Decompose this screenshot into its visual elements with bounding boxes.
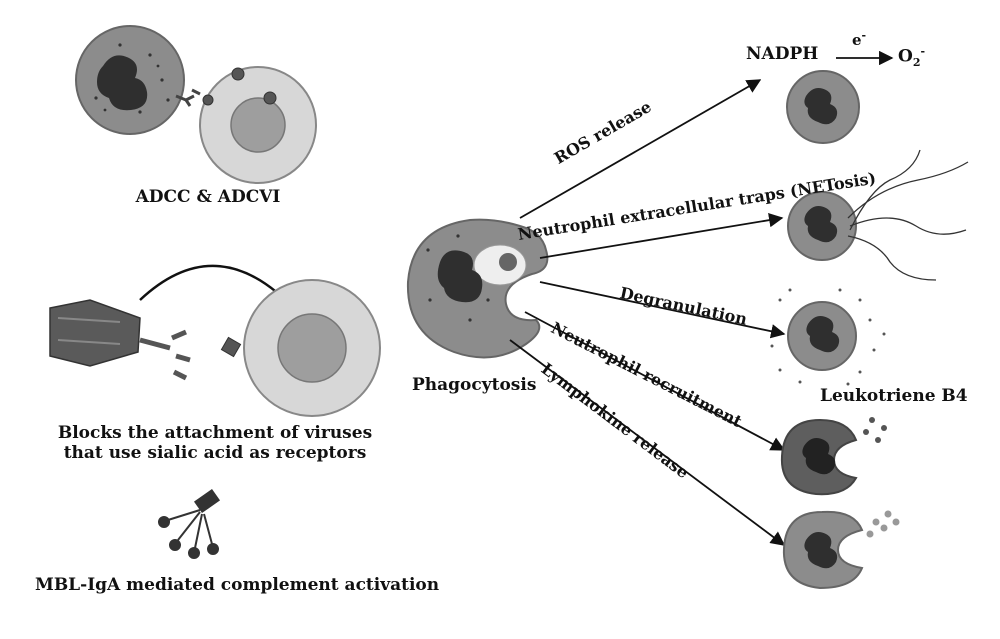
arrow-lymphokine: [509, 339, 786, 546]
mbl-label: MBL-IgA mediated complement activation: [35, 575, 440, 595]
granule-dots: [94, 43, 170, 114]
virus-glycoprotein: [49, 299, 141, 367]
lymphokine-cell: [782, 510, 900, 590]
net-fibers: [847, 149, 969, 281]
electron-charge: -: [861, 29, 867, 42]
released-granules: [770, 288, 886, 386]
electron-text: e: [852, 31, 862, 49]
arrow-degranulation: [539, 281, 786, 339]
superoxide-charge: -: [920, 45, 926, 58]
superoxide-label: O2-: [898, 45, 926, 70]
virus-particle: [202, 67, 277, 106]
recruitment-cell: [780, 417, 887, 496]
nadph-label: NADPH: [746, 44, 819, 64]
pathway-arrows: [509, 50, 894, 546]
blocking-illustration: [49, 264, 381, 417]
arrow-netosis: [539, 213, 784, 259]
antibody-bridge: [175, 88, 201, 107]
adcc-label: ADCC & ADCVI: [135, 187, 281, 207]
electron-label: e-: [852, 29, 867, 49]
phagocyte-nucleus: [437, 250, 483, 303]
sialic-receptor: [220, 336, 242, 358]
host-cell-nucleus: [277, 313, 347, 383]
leukotriene-label: Leukotriene B4: [820, 386, 968, 406]
phagocyte-cell: [406, 218, 549, 359]
block-label: Blocks the attachment of viruses that us…: [20, 423, 410, 463]
ros-cell: [786, 70, 860, 144]
adcc-illustration: [75, 25, 317, 184]
neutrophil-nucleus: [97, 55, 148, 111]
superoxide-subscript: 2: [912, 56, 921, 70]
block-label-line1: Blocks the attachment of viruses: [57, 423, 373, 443]
phagocytosis-label: Phagocytosis: [412, 375, 537, 395]
target-cell-nucleus: [230, 97, 286, 153]
iga-antibody: [139, 329, 191, 381]
arrow-ros: [519, 79, 762, 219]
arrow-recruitment: [524, 311, 786, 451]
block-label-line2: that use sialic acid as receptors: [63, 442, 367, 463]
superoxide-text: O: [898, 46, 913, 67]
degranulation-cell: [770, 288, 886, 386]
mbl-illustration: [158, 488, 221, 559]
netosis-cell: [787, 149, 969, 281]
